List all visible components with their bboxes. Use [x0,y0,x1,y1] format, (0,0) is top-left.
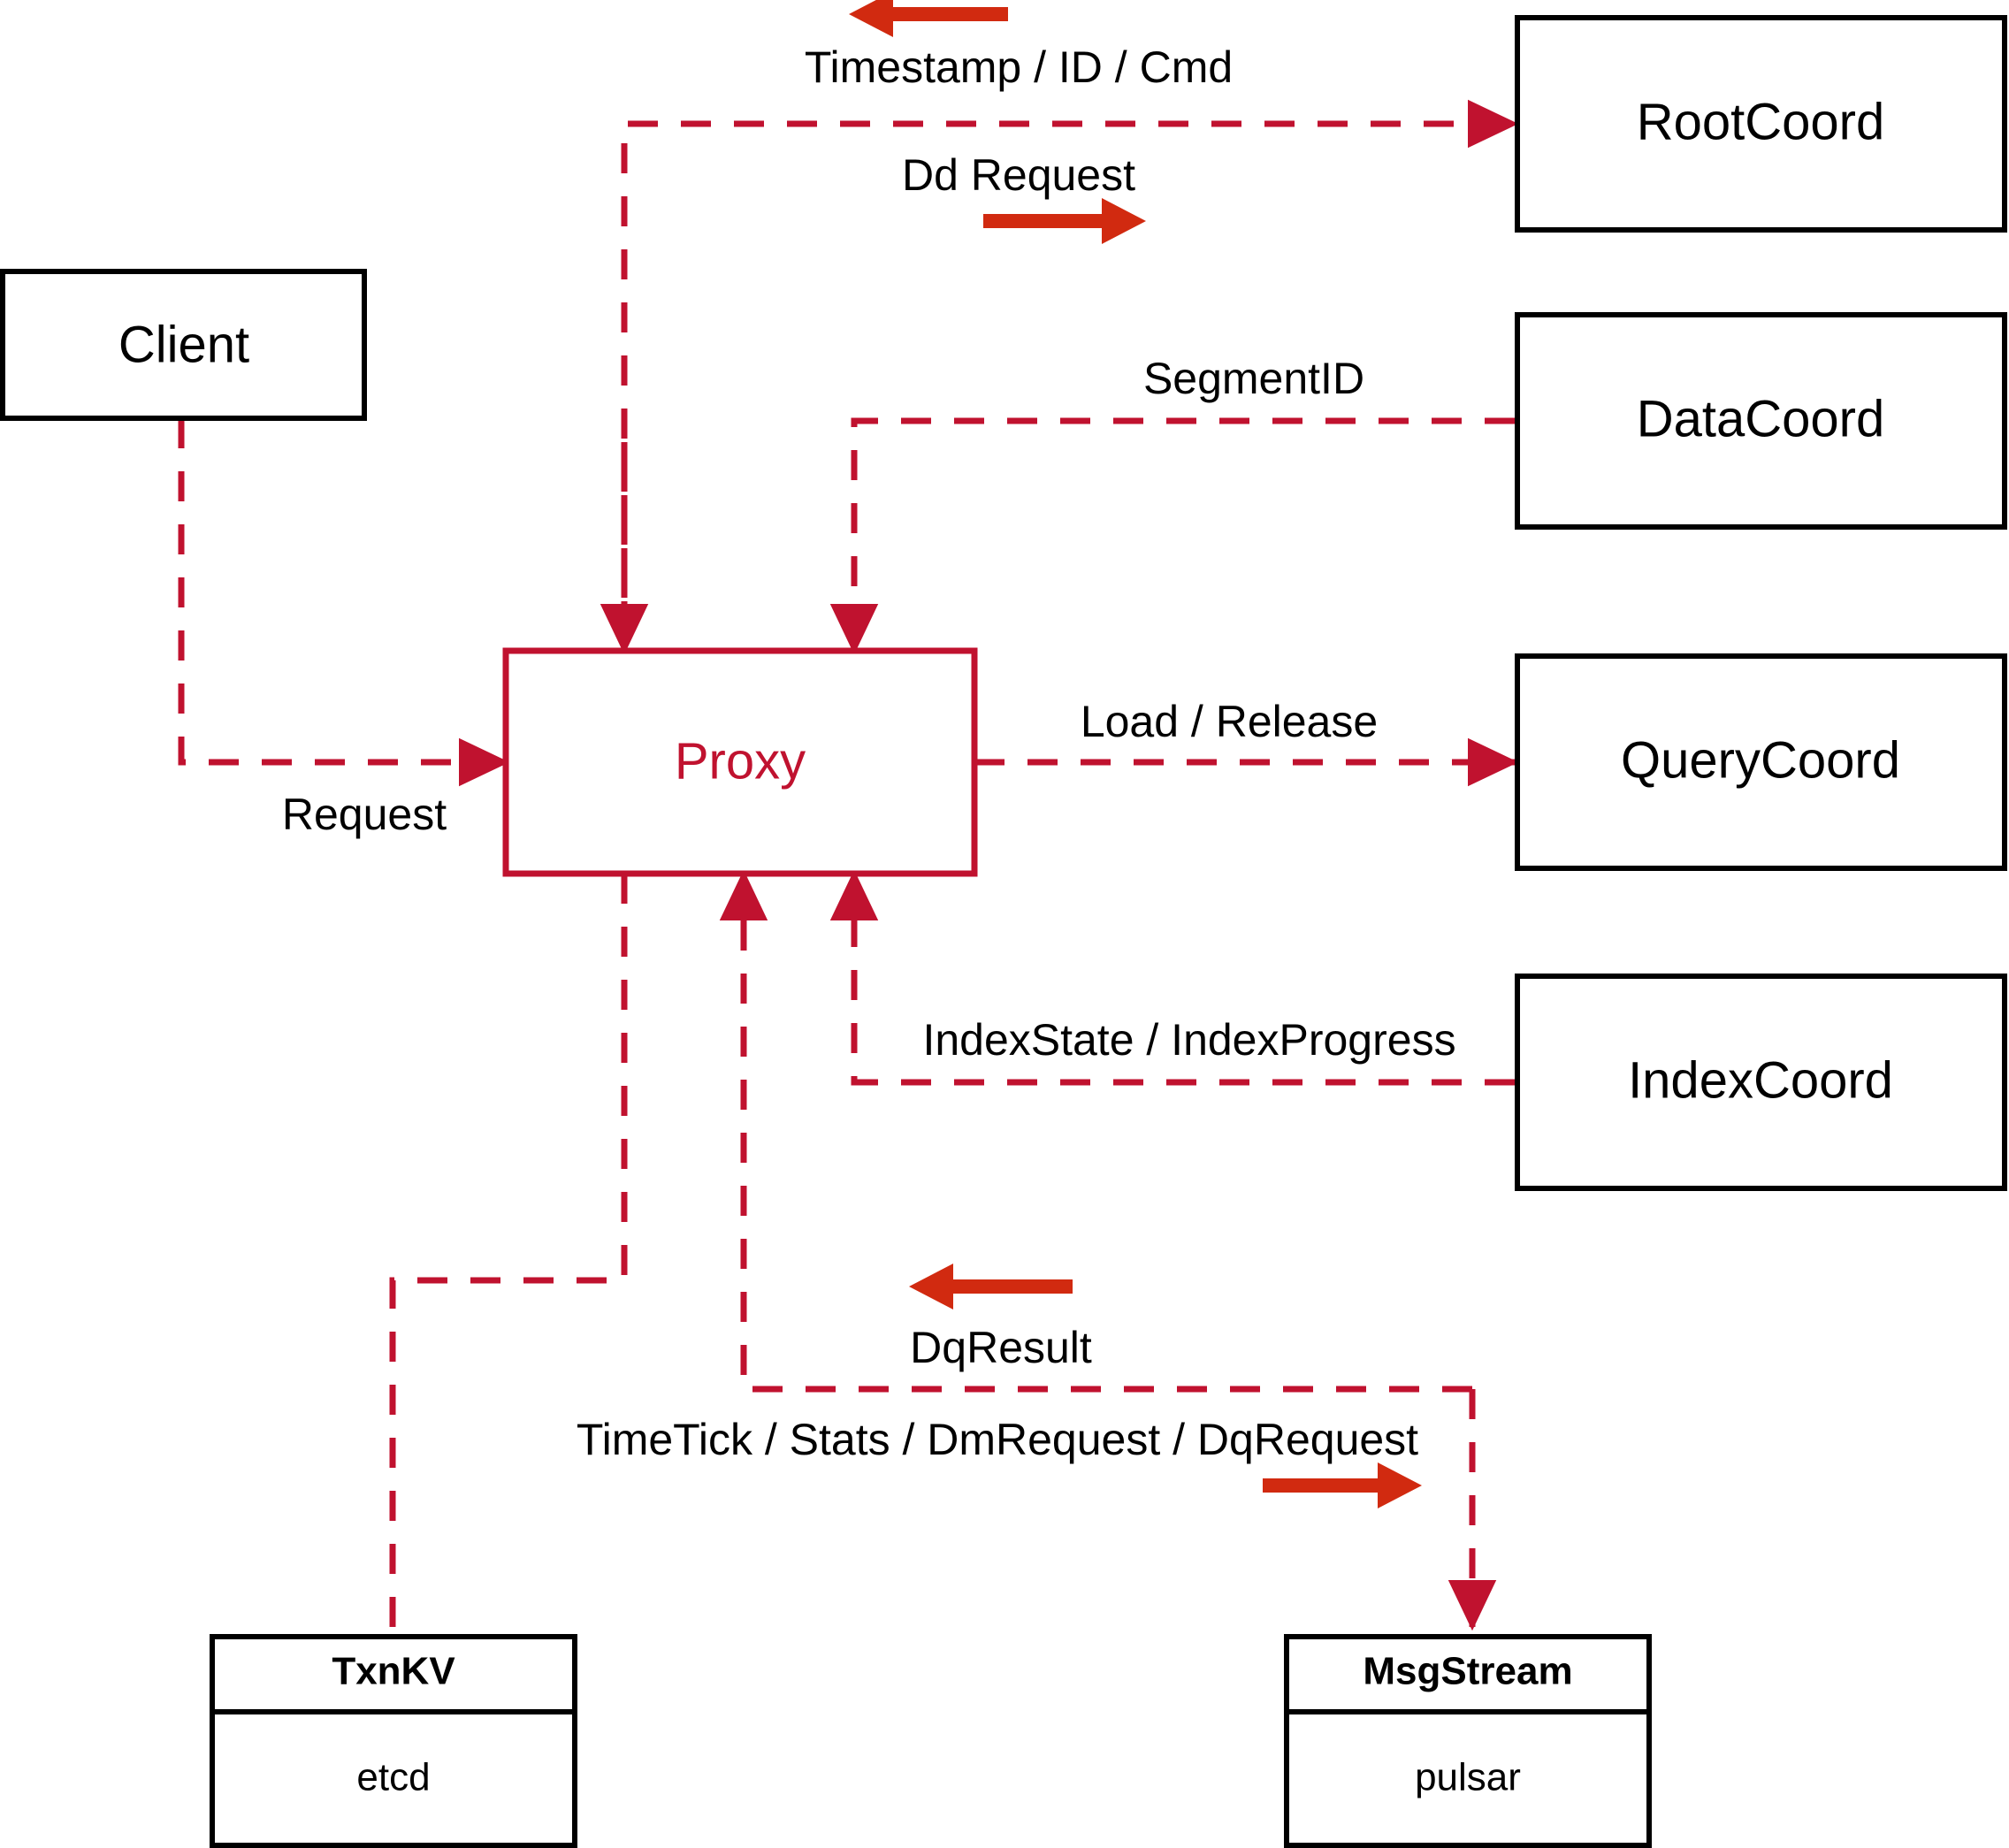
node-msgstream[interactable]: MsgStream pulsar [1284,1634,1652,1848]
node-index-coord-label: IndexCoord [1628,1051,1893,1109]
direction-arrow-left-dqresult [909,1264,1073,1310]
node-index-coord[interactable]: IndexCoord [1515,974,2007,1191]
node-txnkv-title: TxnKV [332,1650,455,1693]
edge-timestamp-id-cmd-path [621,99,1519,651]
node-root-coord-label: RootCoord [1637,93,1884,150]
edge-label-timestamp-id-cmd: Timestamp / ID / Cmd [805,42,1233,92]
edge-label-index-state-progress: IndexState / IndexProgress [922,1015,1455,1065]
node-data-coord[interactable]: DataCoord [1515,312,2007,530]
direction-arrow-right-dd-request [983,198,1146,244]
node-txnkv-body: etcd [356,1756,430,1799]
node-msgstream-title: MsgStream [1363,1650,1572,1693]
direction-arrow-right-timetick [1263,1462,1422,1508]
node-root-coord[interactable]: RootCoord [1515,15,2007,233]
node-query-coord-label: QueryCoord [1621,731,1900,789]
node-proxy[interactable]: Proxy [502,647,978,877]
edge-label-dd-request: Dd Request [902,150,1135,200]
node-proxy-label: Proxy [675,732,806,790]
node-msgstream-body: pulsar [1415,1756,1521,1799]
direction-arrow-left-timestamp [849,0,1008,37]
edge-segmentid-path [829,417,1515,655]
edge-request-path [178,418,510,787]
node-client[interactable]: Client [0,269,367,421]
edge-txnkv-path [389,874,628,1636]
edge-label-dqresult: DqResult [910,1323,1092,1372]
edge-index-state-progress-path [829,869,1515,1086]
node-query-coord[interactable]: QueryCoord [1515,653,2007,871]
node-data-coord-label: DataCoord [1637,390,1884,447]
edge-label-timetick-stats: TimeTick / Stats / DmRequest / DqRequest [577,1415,1418,1464]
edge-label-request: Request [282,790,447,839]
edge-label-load-release: Load / Release [1081,697,1378,746]
node-txnkv[interactable]: TxnKV etcd [210,1634,577,1848]
node-client-label: Client [118,316,249,373]
edge-label-segmentid: SegmentID [1143,354,1364,403]
edge-dqresult-path [719,869,1472,1393]
